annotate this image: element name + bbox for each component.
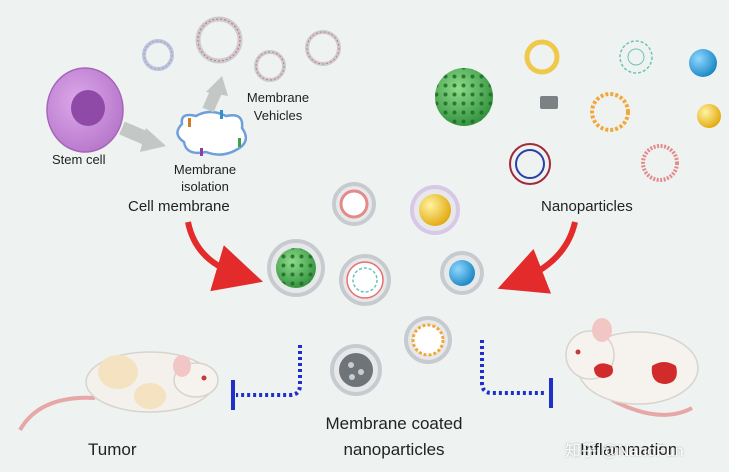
nanoparticles-label: Nanoparticles xyxy=(541,198,633,215)
cell-membrane-label: Cell membrane xyxy=(128,198,230,215)
red-arrow-right xyxy=(497,221,578,294)
stem-cell xyxy=(46,67,124,153)
membrane-vesicles xyxy=(142,16,341,82)
inflammation-mouse xyxy=(565,318,699,417)
tumor-mouse xyxy=(18,351,219,432)
red-arrow-left xyxy=(185,221,264,292)
membrane-vehicles-label-2: Vehicles xyxy=(253,108,303,123)
vesicle-arrow xyxy=(202,76,228,113)
stem-cell-label: Stem cell xyxy=(52,152,106,167)
nanoparticle-set xyxy=(435,39,721,185)
inhibit-left xyxy=(231,345,302,410)
isolation-arrow xyxy=(119,121,166,152)
membrane-coated-label-2: nanoparticles xyxy=(343,440,445,459)
membrane-ghost xyxy=(176,110,248,156)
inflammation-label: Inflammation xyxy=(580,440,678,459)
membrane-isolation-label-1: Membrane xyxy=(173,162,237,177)
membrane-coated-label-1: Membrane coated xyxy=(325,414,463,433)
tumor-label: Tumor xyxy=(88,440,137,459)
membrane-isolation-label-2: isolation xyxy=(181,179,229,194)
coated-nanoparticles xyxy=(267,182,484,396)
inhibit-right xyxy=(480,340,553,408)
membrane-vehicles-label-1: Membrane xyxy=(246,90,310,105)
watermark: 知乎 @NanoFun xyxy=(565,443,684,460)
